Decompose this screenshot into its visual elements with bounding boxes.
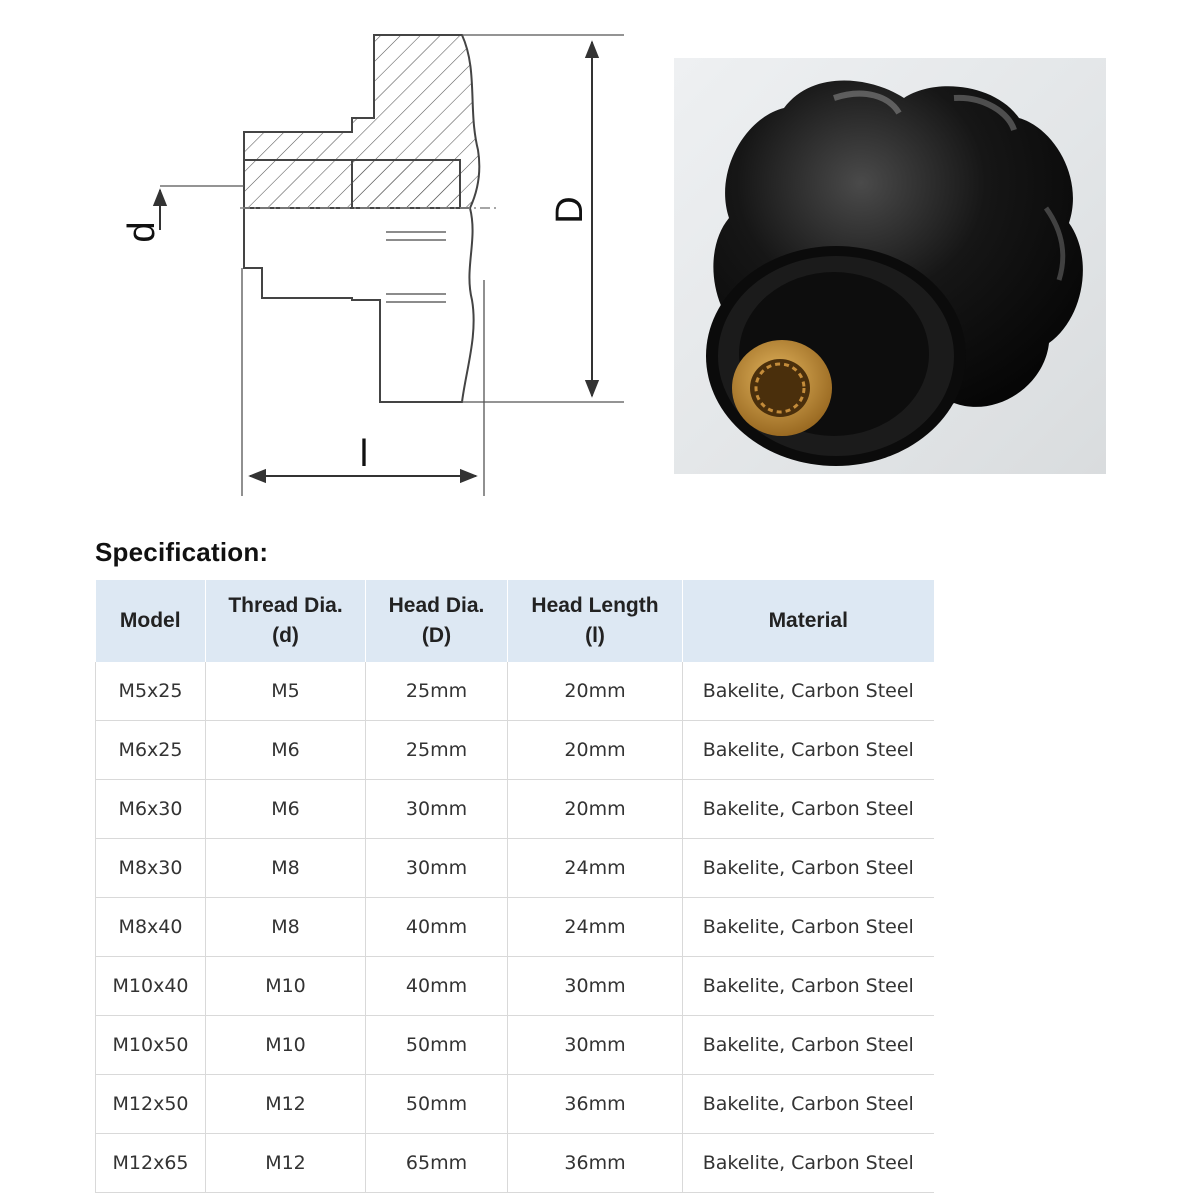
cell-head-length: 30mm: [507, 1015, 683, 1075]
cell-material: Bakelite, Carbon Steel: [682, 720, 934, 780]
cell-head-dia: 25mm: [365, 720, 508, 780]
dimension-l-label: l: [360, 433, 368, 475]
table-header-row: Model Thread Dia. (d) Head Dia. (D) Head Leng…: [95, 580, 934, 662]
spec-heading: Specification:: [95, 537, 269, 567]
cell-head-dia: 30mm: [365, 838, 508, 898]
knob-lower-body: [243, 207, 475, 403]
cell-head-length: 20mm: [507, 779, 683, 839]
technical-drawing: D d l: [121, 34, 624, 496]
cell-model: M6x30: [95, 779, 206, 839]
cell-thread-dia: M8: [205, 838, 366, 898]
cell-head-length: 24mm: [507, 897, 683, 957]
cell-model: M12x50: [95, 1074, 206, 1134]
cell-head-dia: 30mm: [365, 779, 508, 839]
cell-head-length: 36mm: [507, 1074, 683, 1134]
column-header-material: Material: [682, 580, 934, 662]
cell-material: Bakelite, Carbon Steel: [682, 1133, 934, 1193]
cell-material: Bakelite, Carbon Steel: [682, 1074, 934, 1134]
column-header-sublabel: (D): [421, 624, 452, 647]
column-header-sublabel: (d): [272, 624, 299, 647]
product-photo: [674, 58, 1106, 474]
insert-section-hatched: [243, 159, 461, 209]
cell-model: M10x50: [95, 1015, 206, 1075]
column-header-label: Head Length: [531, 593, 659, 617]
cell-thread-dia: M10: [205, 1015, 366, 1075]
cell-thread-dia: M6: [205, 779, 366, 839]
cell-model: M8x30: [95, 838, 206, 898]
dimension-d-label: d: [121, 221, 163, 242]
column-header-model: Model: [95, 580, 206, 662]
cell-head-length: 30mm: [507, 956, 683, 1016]
cell-thread-dia: M6: [205, 720, 366, 780]
cell-material: Bakelite, Carbon Steel: [682, 662, 934, 721]
cell-head-dia: 50mm: [365, 1074, 508, 1134]
column-header-head-dia: Head Dia. (D): [365, 580, 508, 662]
column-header-label: Thread Dia.: [228, 593, 343, 617]
column-header-label: Head Dia.: [388, 593, 485, 617]
cell-model: M10x40: [95, 956, 206, 1016]
cell-thread-dia: M12: [205, 1133, 366, 1193]
cell-model: M5x25: [95, 662, 206, 721]
cell-head-dia: 40mm: [365, 897, 508, 957]
cell-thread-dia: M10: [205, 956, 366, 1016]
cell-head-length: 36mm: [507, 1133, 683, 1193]
cell-model: M6x25: [95, 720, 206, 780]
cell-model: M8x40: [95, 897, 206, 957]
column-header-label: Material: [768, 608, 848, 632]
column-header-sublabel: (l): [585, 624, 605, 647]
column-header-label: Model: [119, 608, 181, 632]
column-header-head-length: Head Length (l): [507, 580, 683, 662]
cell-material: Bakelite, Carbon Steel: [682, 1015, 934, 1075]
cell-thread-dia: M8: [205, 897, 366, 957]
cell-head-length: 20mm: [507, 662, 683, 721]
cell-material: Bakelite, Carbon Steel: [682, 897, 934, 957]
spec-table: Model Thread Dia. (d) Head Dia. (D) Head Leng…: [95, 580, 934, 1193]
cell-material: Bakelite, Carbon Steel: [682, 779, 934, 839]
cell-head-length: 24mm: [507, 838, 683, 898]
cell-head-dia: 40mm: [365, 956, 508, 1016]
cell-thread-dia: M5: [205, 662, 366, 721]
cell-thread-dia: M12: [205, 1074, 366, 1134]
column-header-thread-dia: Thread Dia. (d): [205, 580, 366, 662]
cell-model: M12x65: [95, 1133, 206, 1193]
cell-head-dia: 65mm: [365, 1133, 508, 1193]
knob-image: [706, 80, 1083, 466]
dimension-D-label: D: [549, 196, 591, 223]
cell-head-length: 20mm: [507, 720, 683, 780]
cell-head-dia: 50mm: [365, 1015, 508, 1075]
cell-material: Bakelite, Carbon Steel: [682, 838, 934, 898]
cell-material: Bakelite, Carbon Steel: [682, 956, 934, 1016]
cell-head-dia: 25mm: [365, 662, 508, 721]
